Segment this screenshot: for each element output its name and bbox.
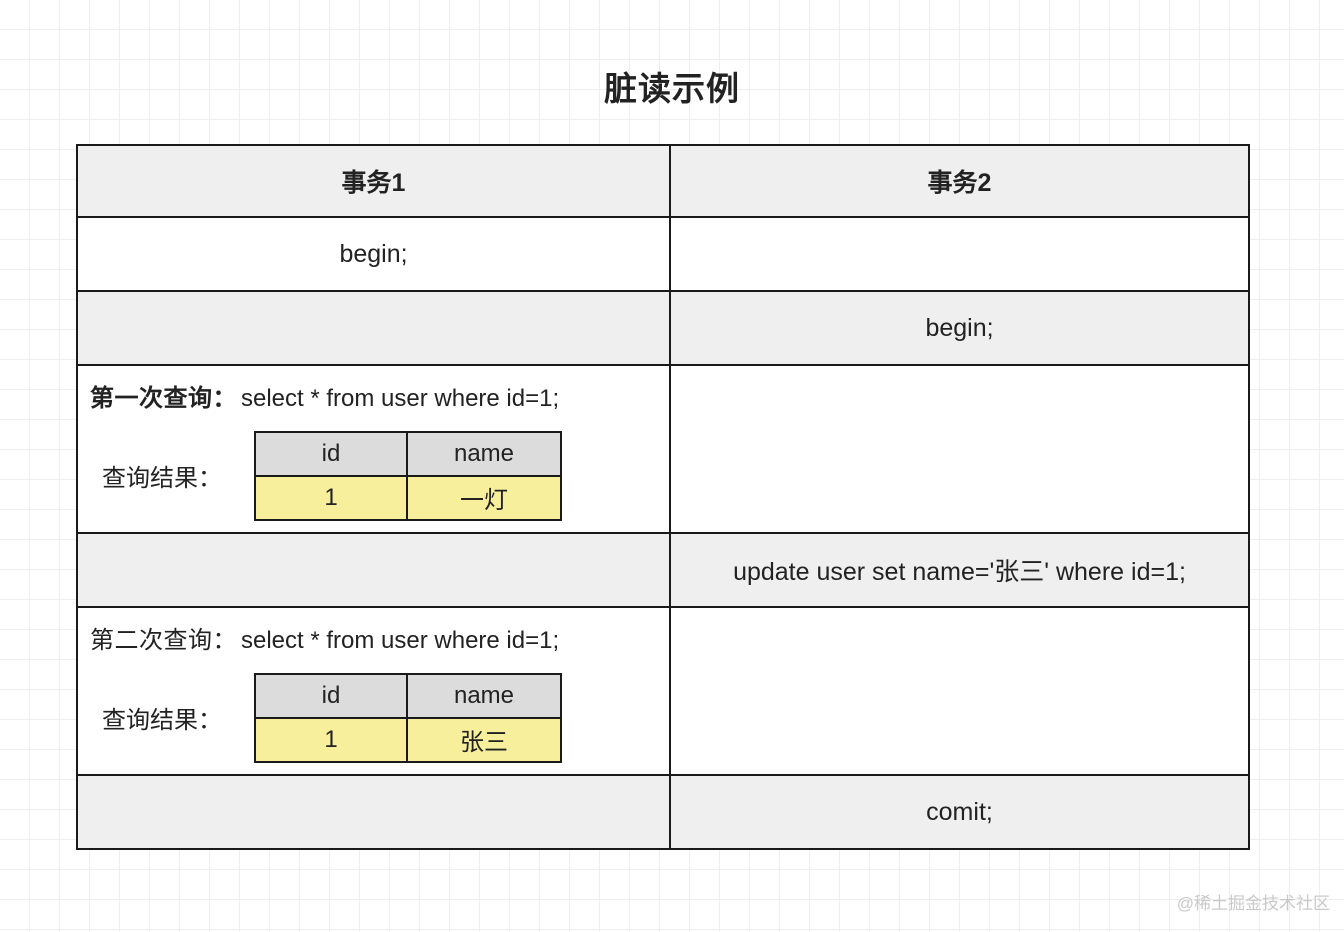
- first-query-statement-line: 第一次查询：select * from user where id=1;: [78, 378, 669, 413]
- result-col-header-name: name: [406, 672, 562, 719]
- table-row: comit;: [76, 774, 1250, 850]
- second-query-result-table: id name 1 张三: [254, 672, 562, 763]
- column-header-transaction-1: 事务1: [76, 144, 671, 218]
- first-result-label: 查询结果：: [102, 465, 222, 492]
- result-data-row: 1 一灯: [254, 474, 562, 521]
- result-value-id: 1: [254, 474, 408, 521]
- cell-t1-empty-3: [76, 774, 671, 850]
- cell-t2-empty-3: [669, 606, 1250, 776]
- cell-t2-update: update user set name='张三' where id=1;: [669, 532, 1250, 608]
- result-col-header-name: name: [406, 430, 562, 477]
- second-query-statement-line: 第二次查询：select * from user where id=1;: [78, 620, 669, 655]
- result-value-name: 张三: [406, 716, 562, 763]
- table-row: update user set name='张三' where id=1;: [76, 532, 1250, 608]
- second-query-sql: select * from user where id=1;: [241, 626, 560, 654]
- cell-t2-empty-1: [669, 216, 1250, 292]
- first-query-label: 第一次查询：: [90, 384, 237, 412]
- result-header-row: id name: [254, 672, 562, 719]
- result-header-row: id name: [254, 430, 562, 477]
- cell-t1-first-query: 第一次查询：select * from user where id=1; 查询结…: [76, 364, 671, 534]
- page-title: 脏读示例: [604, 70, 740, 107]
- first-query-sql: select * from user where id=1;: [241, 384, 560, 412]
- cell-t1-empty-1: [76, 290, 671, 366]
- table-row: begin;: [76, 216, 1250, 292]
- cell-t1-second-query: 第二次查询：select * from user where id=1; 查询结…: [76, 606, 671, 776]
- result-data-row: 1 张三: [254, 716, 562, 763]
- result-col-header-id: id: [254, 672, 408, 719]
- table-row: 第一次查询：select * from user where id=1; 查询结…: [76, 364, 1250, 534]
- table-header-row: 事务1 事务2: [76, 144, 1250, 218]
- cell-t2-commit: comit;: [669, 774, 1250, 850]
- column-header-transaction-2: 事务2: [669, 144, 1250, 218]
- transaction-timeline-table: 事务1 事务2 begin; begin; 第一次查询：select * fro…: [76, 144, 1250, 850]
- first-query-result-line: 查询结果： id name: [78, 430, 669, 521]
- watermark: @稀土掘金技术社区: [1176, 894, 1330, 913]
- table-row: 第二次查询：select * from user where id=1; 查询结…: [76, 606, 1250, 776]
- second-result-label: 查询结果：: [102, 707, 222, 734]
- cell-t2-begin: begin;: [669, 290, 1250, 366]
- result-value-name: 一灯: [406, 474, 562, 521]
- result-value-id: 1: [254, 716, 408, 763]
- table-row: begin;: [76, 290, 1250, 366]
- second-query-result-line: 查询结果： id name: [78, 672, 669, 763]
- result-col-header-id: id: [254, 430, 408, 477]
- first-query-result-table: id name 1 一灯: [254, 430, 562, 521]
- cell-t2-empty-2: [669, 364, 1250, 534]
- second-query-label: 第二次查询：: [90, 626, 237, 654]
- cell-t1-empty-2: [76, 532, 671, 608]
- cell-t1-begin: begin;: [76, 216, 671, 292]
